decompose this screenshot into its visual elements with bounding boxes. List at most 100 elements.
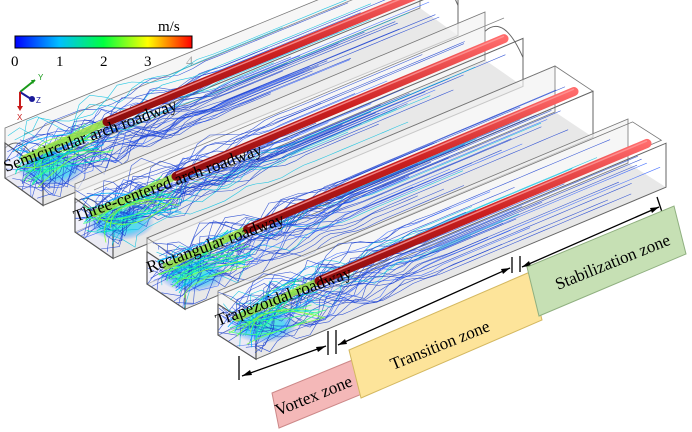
duct-outlet-jet (162, 225, 252, 270)
inlet-streamline (104, 198, 166, 243)
streamline (25, 16, 440, 184)
inlet-streamline (85, 203, 165, 220)
streamline (28, 93, 271, 197)
streamline (254, 193, 632, 353)
roadway-model-semicircular (4, 0, 459, 207)
axis-y-label: Y (38, 73, 44, 82)
inlet-streamline (22, 123, 86, 181)
streamline (75, 103, 322, 219)
duct-outlet-jet (20, 118, 111, 163)
inlet-streamline (255, 279, 297, 339)
streamline (233, 183, 632, 338)
duct-outlet-jet (233, 277, 323, 322)
zone-arrowheads (242, 207, 659, 376)
streamline (41, 66, 310, 190)
streamline (254, 181, 619, 349)
streamline (152, 106, 521, 259)
streamline (147, 110, 552, 280)
inlet-streamline (172, 252, 251, 283)
roadway-floor (75, 60, 523, 259)
streamline (106, 123, 379, 252)
inlet-streamline (33, 137, 93, 172)
colorbar-unit: m/s (158, 19, 180, 35)
inlet-streamline (175, 253, 251, 291)
colorbar-tick-1: 1 (56, 54, 64, 70)
streamline (6, 47, 269, 160)
duct-highlight (175, 35, 505, 175)
inlet-streamline (158, 244, 245, 276)
inlet-streamline (250, 310, 326, 333)
ventilation-duct (102, 0, 417, 127)
roadway-arch-back (484, 25, 524, 58)
streamline (159, 163, 418, 274)
streamline (183, 110, 561, 286)
inlet-streamline (31, 150, 97, 186)
inlet-streamline (110, 202, 180, 228)
roadway-model-rectangular (146, 65, 594, 311)
inlet-streamline (233, 309, 327, 322)
inlet-streamline (86, 189, 176, 233)
colorbar-tick-2: 2 (100, 54, 108, 70)
streamline (156, 175, 410, 291)
streamline (7, 0, 386, 152)
streamline (17, 2, 349, 147)
streamline (18, 27, 283, 161)
streamline (248, 199, 609, 346)
axis-z-label: Z (36, 96, 41, 105)
inlet-streamline (234, 283, 297, 332)
streamline (151, 138, 512, 287)
inlet-streamline (173, 254, 239, 287)
colorbar-tick-0: 0 (11, 54, 19, 70)
streamline (32, 28, 400, 197)
streamline (163, 86, 566, 274)
inlet-streamline (228, 311, 321, 335)
inlet-streamline (184, 265, 250, 299)
zone-dimension-lines (238, 196, 663, 380)
inlet-streamline (157, 230, 234, 263)
ventilation-duct (314, 138, 652, 286)
inlet-streamline (15, 147, 99, 172)
duct-outlet-jet (90, 172, 180, 218)
colorbar-gradient (14, 35, 193, 49)
streamline (96, 93, 410, 222)
inlet-streamline (229, 304, 312, 329)
streamline (221, 207, 451, 313)
colorbar-tick-3: 3 (144, 54, 152, 70)
inlet-streamline (25, 129, 101, 173)
inlet-streamline (171, 259, 251, 288)
streamline (182, 143, 523, 308)
streamline (228, 164, 638, 342)
streamline (235, 157, 598, 308)
roadway-model-trapezoidal (217, 118, 667, 361)
inlet-streamline (165, 239, 245, 277)
inlet-streamline (82, 192, 172, 206)
streamline (240, 219, 503, 326)
streamline (253, 210, 516, 341)
streamline (98, 95, 431, 232)
streamline (75, 54, 423, 203)
streamline (106, 66, 476, 214)
streamline (242, 235, 471, 336)
inlet-streamline (37, 139, 95, 188)
inlet-streamline (96, 207, 177, 232)
inlet-streamline (16, 144, 105, 155)
streamline (79, 41, 465, 201)
zone-box-transition (348, 271, 543, 399)
streamline (89, 43, 465, 209)
streamline (21, 65, 319, 190)
roadway-model-three-centered (74, 11, 524, 260)
streamline (104, 122, 329, 238)
inlet-streamline (255, 291, 318, 341)
inlet-streamline (96, 197, 181, 224)
streamline (107, 121, 409, 248)
inlet-streamline (169, 245, 250, 280)
roadway-ridge (93, 17, 505, 191)
inlet-streamline (33, 133, 90, 185)
streamline (111, 123, 362, 242)
streamline (178, 188, 444, 305)
streamline (228, 139, 611, 318)
duct-highlight (318, 140, 648, 280)
ventilation-duct (243, 87, 579, 234)
roadway-ridge (23, 0, 353, 135)
